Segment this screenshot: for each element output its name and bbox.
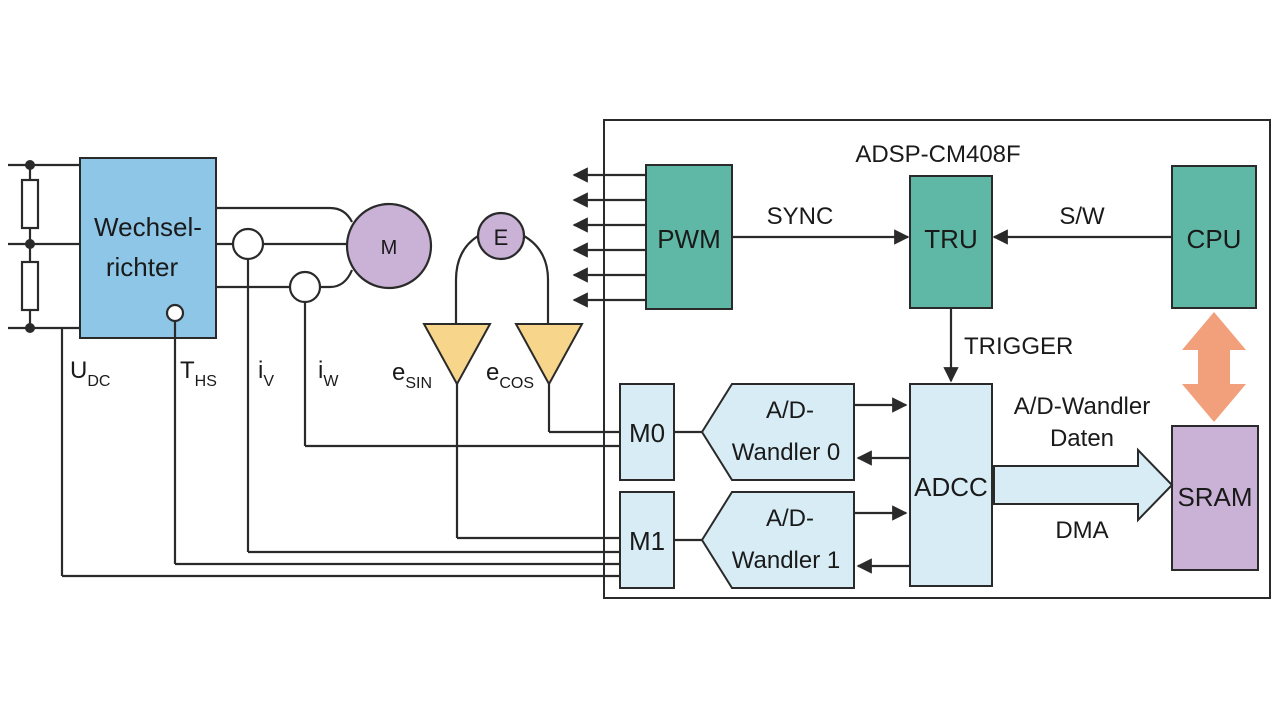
encoder-label: E (494, 225, 509, 250)
adc0-label-2: Wandler 0 (732, 439, 841, 466)
adc-data-label-2: Daten (1050, 425, 1114, 452)
tru-block (909, 175, 993, 309)
adc1-label-1: A/D- (766, 505, 814, 532)
motor-icon (345, 202, 433, 290)
dc-link (8, 160, 620, 578)
m0-label: M0 (629, 418, 665, 448)
resistor-lower (20, 260, 40, 312)
sync-label: SYNC (767, 203, 834, 230)
pwm-outputs (572, 167, 646, 308)
current-sensor-v-icon (231, 227, 265, 261)
iv-label: iV (258, 357, 274, 390)
inverter-label-2: richter (106, 252, 179, 282)
adc1-label-2: Wandler 1 (732, 547, 841, 574)
dma-label: DMA (1055, 517, 1108, 544)
inverter-block (79, 157, 217, 339)
cpu-label: CPU (1187, 224, 1242, 254)
adc0-block (700, 383, 855, 481)
sw-label: S/W (1059, 203, 1105, 230)
m0-block (619, 383, 675, 481)
current-sensor-w-icon (288, 270, 322, 304)
chip-title: ADSP-CM408F (855, 141, 1020, 168)
tru-label: TRU (924, 224, 977, 254)
resistor-upper (20, 178, 40, 230)
ecos-label: eCOS (486, 359, 534, 392)
adc1-block (700, 491, 855, 589)
udc-label: UDC (70, 357, 110, 390)
sram-label: SRAM (1177, 482, 1252, 512)
amplifier-cos-icon (514, 323, 584, 387)
adcc-label: ADCC (914, 472, 988, 502)
m1-block (619, 491, 675, 589)
esin-label: eSIN (392, 359, 432, 392)
adc0-label-1: A/D- (766, 397, 814, 424)
inverter-label-1: Wechsel- (94, 212, 202, 242)
ths-label: THS (180, 357, 217, 390)
motor-label: M (381, 237, 398, 259)
sram-block (1171, 425, 1259, 571)
adcc-block (909, 383, 993, 587)
temperature-sensor-icon (165, 303, 185, 323)
pwm-block (645, 164, 733, 310)
trigger-label: TRIGGER (964, 333, 1073, 360)
iw-label: iW (318, 357, 339, 390)
pwm-label: PWM (657, 224, 721, 254)
adc-data-label-1: A/D-Wandler (1014, 393, 1150, 420)
cpu-sram-bus-arrow (1182, 312, 1246, 422)
amplifier-sin-icon (422, 323, 492, 387)
dma-arrow (993, 447, 1174, 523)
m1-label: M1 (629, 526, 665, 556)
